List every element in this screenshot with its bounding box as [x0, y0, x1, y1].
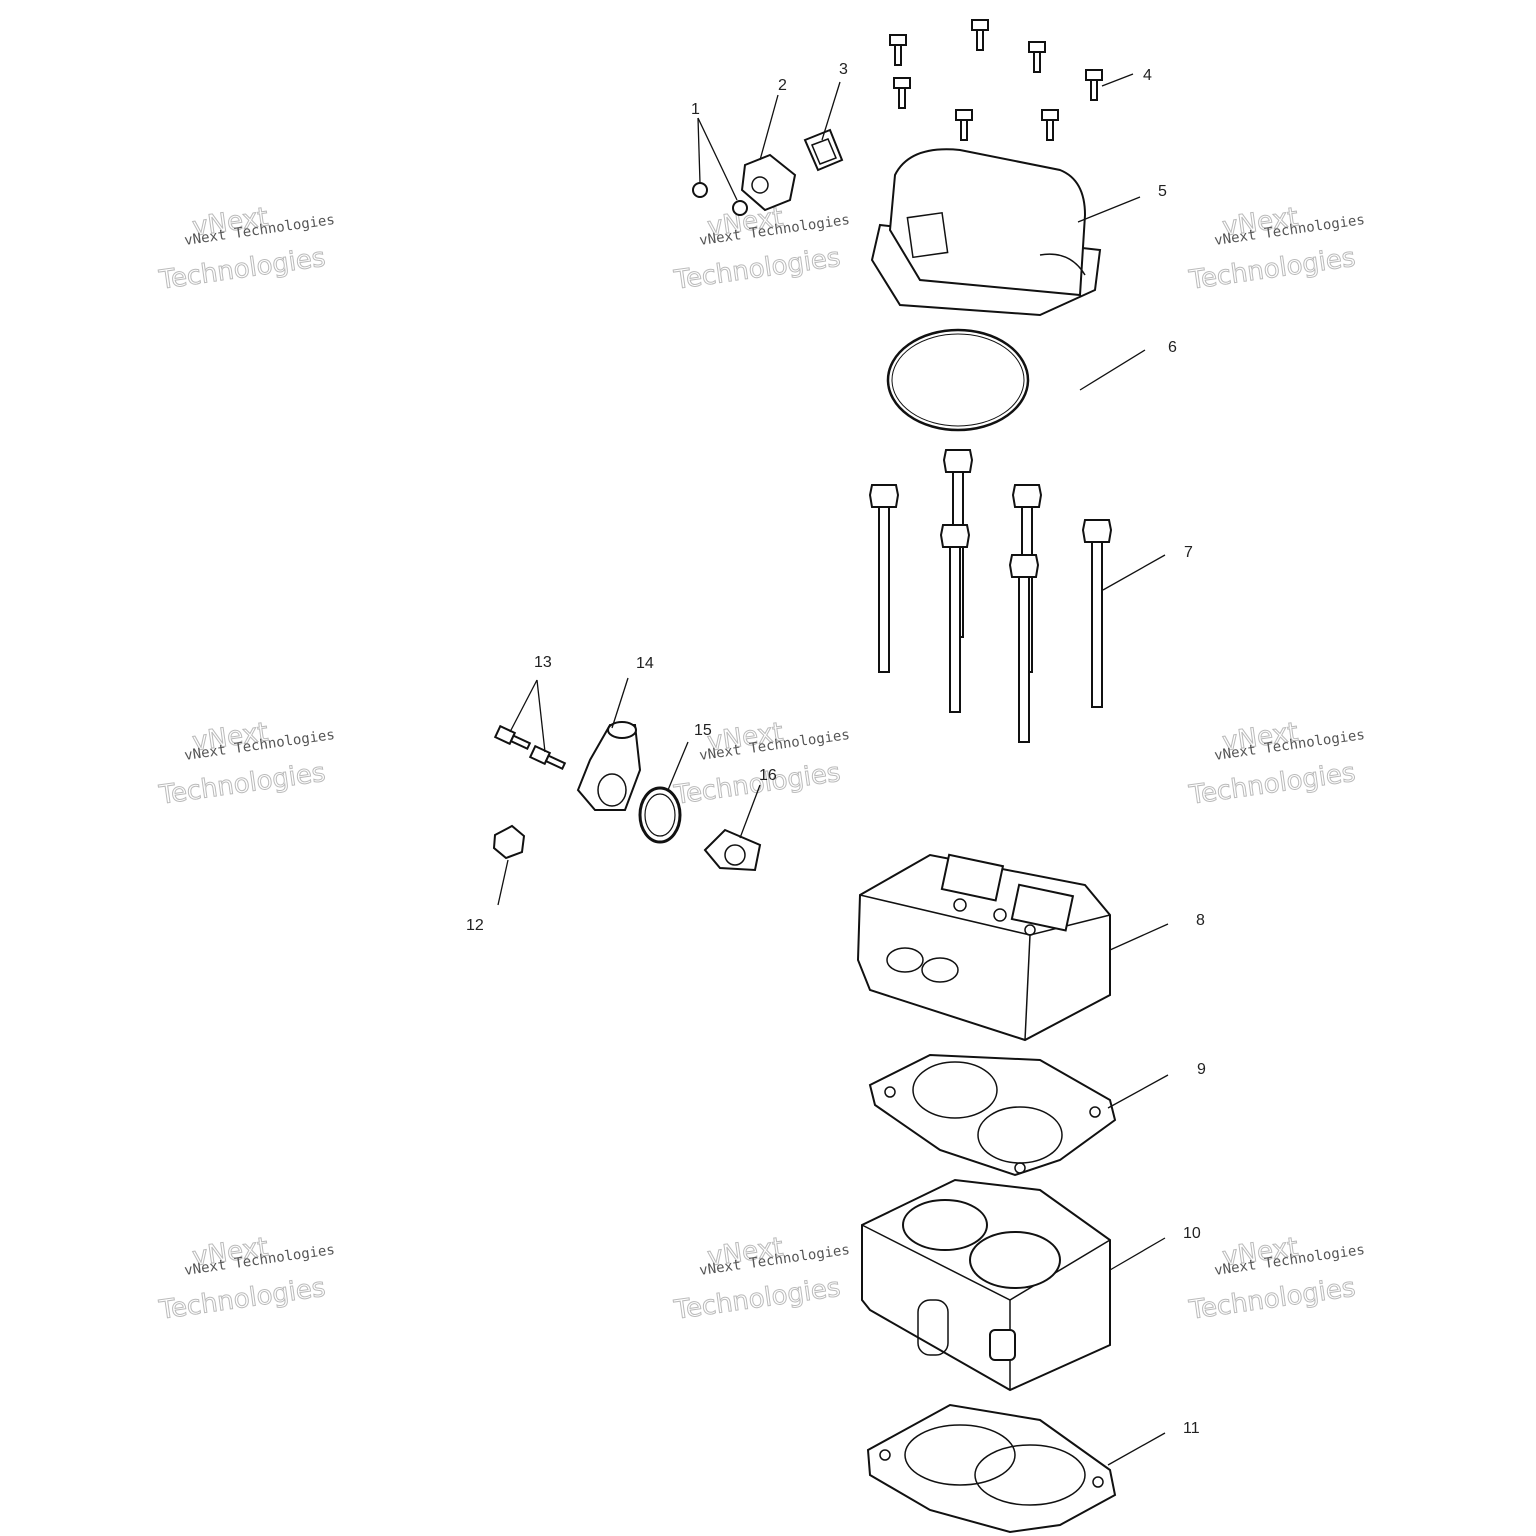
svg-text:Technologies: Technologies	[672, 758, 843, 811]
base-gasket	[866, 1403, 1117, 1534]
callout-2: 2	[778, 77, 787, 94]
callout-15: 15	[694, 722, 712, 739]
sensor-housing	[740, 153, 797, 212]
callout-6: 6	[1168, 339, 1177, 356]
watermark: vNext vNext Technologies Technologies	[156, 1232, 336, 1327]
callout-16: 16	[759, 767, 777, 784]
housing-bolts	[493, 724, 567, 771]
svg-text:Technologies: Technologies	[1187, 243, 1358, 296]
cylinder-block	[861, 1178, 1111, 1392]
svg-text:Technologies: Technologies	[672, 243, 843, 296]
callout-9: 9	[1197, 1061, 1206, 1078]
callout-13: 13	[534, 654, 552, 671]
callout-3: 3	[839, 61, 848, 78]
callout-8: 8	[1196, 912, 1205, 929]
plug-nut	[492, 824, 526, 860]
leader-lines	[497, 73, 1169, 1466]
callout-5: 5	[1158, 183, 1167, 200]
svg-text:Technologies: Technologies	[1187, 758, 1358, 811]
cover-bolts	[889, 19, 1103, 141]
watermark: vNext vNext Technologies Technologies	[1186, 202, 1366, 297]
svg-text:Technologies: Technologies	[157, 758, 328, 811]
watermark: vNext vNext Technologies Technologies	[671, 1232, 851, 1327]
callout-4: 4	[1143, 67, 1152, 84]
watermark: vNext vNext Technologies Technologies	[1186, 1232, 1366, 1327]
callout-7: 7	[1184, 544, 1193, 561]
thermostat	[703, 828, 762, 872]
watermark: vNext vNext Technologies Technologies	[156, 202, 336, 297]
thermostat-gasket	[638, 786, 682, 844]
callout-12: 12	[466, 917, 484, 934]
callout-1: 1	[691, 101, 700, 118]
watermark: vNext vNext Technologies Technologies	[671, 202, 851, 297]
callout-14: 14	[636, 655, 654, 672]
svg-text:Technologies: Technologies	[157, 243, 328, 296]
head-bolts	[868, 449, 1113, 743]
callout-labels: 1 2 3 4 5 6 7 8 9 10 11 12 13 14 15 16	[466, 61, 1206, 1437]
svg-text:Technologies: Technologies	[672, 1273, 843, 1326]
watermark: vNext vNext Technologies Technologies	[1186, 717, 1366, 812]
sensor-gasket	[803, 128, 844, 172]
valve-cover	[870, 148, 1102, 317]
svg-text:Technologies: Technologies	[157, 1273, 328, 1326]
svg-text:Technologies: Technologies	[1187, 1273, 1358, 1326]
head-gasket	[868, 1053, 1117, 1177]
callout-10: 10	[1183, 1225, 1201, 1242]
callout-11: 11	[1183, 1420, 1200, 1437]
thermostat-housing	[576, 721, 642, 811]
cylinder-head	[856, 853, 1111, 1042]
watermark: vNext vNext Technologies Technologies	[156, 717, 336, 812]
o-ring	[886, 328, 1030, 432]
